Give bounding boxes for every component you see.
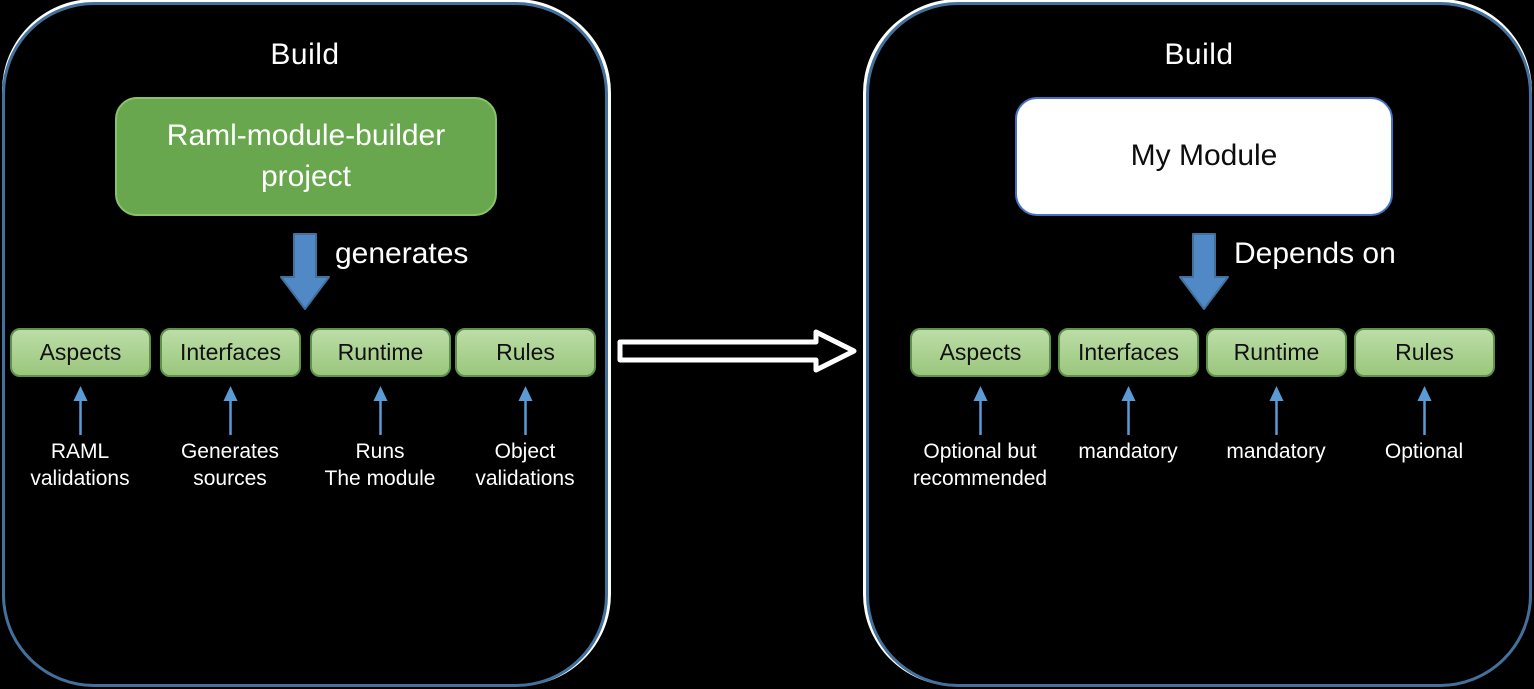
down-arrow-icon [280,233,330,310]
build-panel-target: Build My Module Depends on Aspects Inter… [866,2,1532,687]
component-note-interfaces: Generates sources [180,440,280,491]
component-box-runtime: Runtime [1206,328,1347,377]
up-arrow-icon [1121,386,1136,435]
main-box-label: Raml-module-builder project [166,119,446,193]
up-arrow-icon [73,386,88,435]
component-label: Aspects [39,339,122,365]
component-note-runtime: Runs The module [324,440,436,491]
right-arrow-icon [617,329,857,373]
build-panel-source: Build Raml-module-builder project genera… [2,2,608,687]
up-arrow-icon [373,386,388,435]
component-box-interfaces: Interfaces [1058,328,1199,377]
up-arrow-icon [1269,386,1284,435]
component-label: Interfaces [180,339,281,365]
main-box-label: My Module [1130,139,1278,173]
component-box-rules: Rules [1354,328,1495,377]
component-label: Rules [496,339,555,365]
component-box-runtime: Runtime [310,328,451,377]
component-label: Interfaces [1078,339,1179,365]
main-box-my-module: My Module [1015,97,1393,216]
component-note-rules: Optional [1384,440,1464,463]
flow-arrow-label: Depends on [1234,237,1396,270]
down-arrow-icon [1179,233,1229,310]
component-note-aspects: RAML validations [30,440,130,491]
panel-title: Build [1164,38,1234,71]
component-box-aspects: Aspects [10,328,151,377]
up-arrow-icon [973,386,988,435]
component-box-interfaces: Interfaces [160,328,301,377]
component-label: Aspects [939,339,1022,365]
component-label: Runtime [1233,339,1320,365]
up-arrow-icon [223,386,238,435]
component-note-aspects: Optional but recommended [912,440,1048,491]
up-arrow-icon [1417,386,1432,435]
flow-arrow-label: generates [335,237,469,270]
component-note-interfaces: mandatory [1078,440,1178,463]
component-note-rules: Object validations [475,440,575,491]
component-box-aspects: Aspects [910,328,1051,377]
component-note-runtime: mandatory [1226,440,1326,463]
main-box-raml-module-builder: Raml-module-builder project [115,97,497,216]
component-label: Runtime [337,339,424,365]
component-box-rules: Rules [455,328,596,377]
panel-title: Build [270,38,340,71]
up-arrow-icon [518,386,533,435]
component-label: Rules [1395,339,1454,365]
